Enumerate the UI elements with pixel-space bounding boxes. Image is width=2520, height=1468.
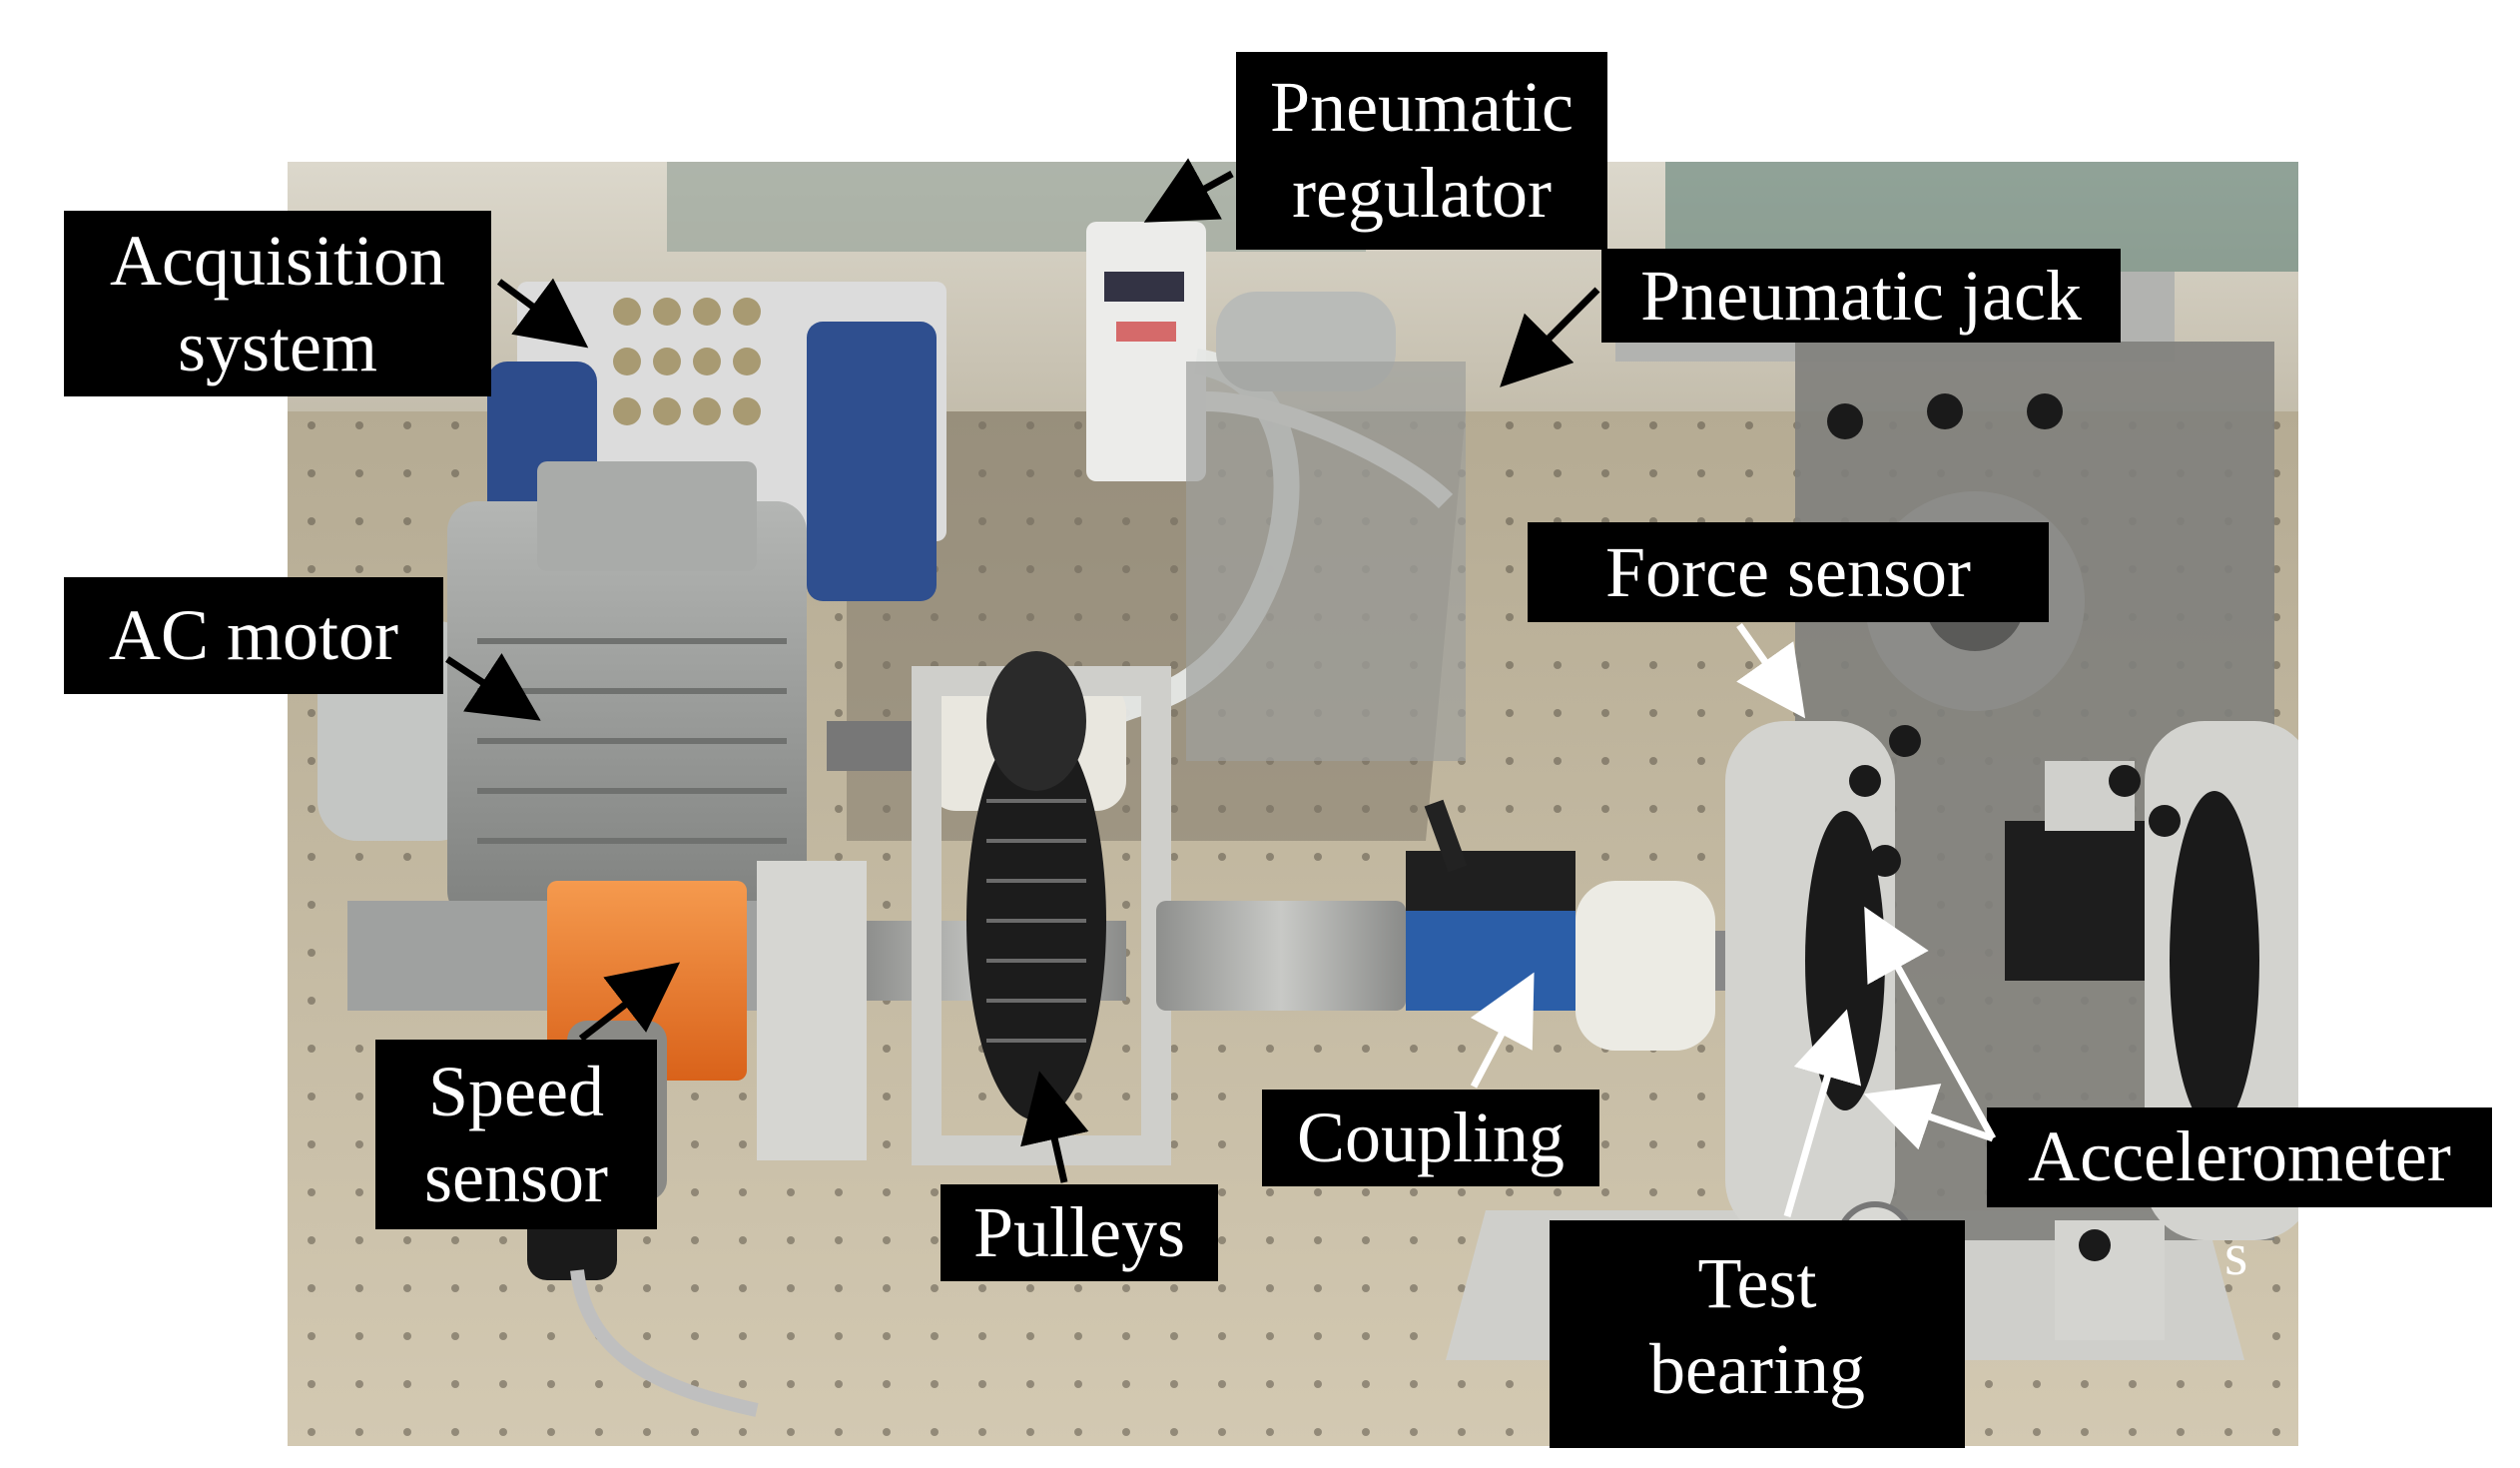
arrow-force-sensor bbox=[1736, 622, 1806, 719]
label-speed-sensor-line-2: sensor bbox=[424, 1137, 608, 1217]
label-acquisition-system-line-1: Acquisition bbox=[110, 221, 445, 301]
arrow-speed-sensor bbox=[578, 962, 681, 1042]
label-test-bearing: Test bearing bbox=[1550, 1220, 1965, 1448]
acquisition-foot-right bbox=[807, 322, 937, 601]
rig-bolts bbox=[1827, 393, 2181, 877]
label-acquisition-system: Acquisition system bbox=[64, 211, 491, 396]
right-bearing bbox=[2170, 791, 2259, 1130]
speed-sensor-cable bbox=[570, 1269, 759, 1417]
torque-sensor-top bbox=[1406, 851, 1575, 911]
arrow-accelerometer-1 bbox=[1864, 906, 1997, 1140]
label-pneumatic-regulator-line-2: regulator bbox=[1292, 153, 1552, 233]
label-pneumatic-regulator: Pneumatic regulator bbox=[1236, 52, 1607, 250]
label-speed-sensor-line-1: Speed bbox=[428, 1052, 604, 1131]
label-acquisition-system-line-2: system bbox=[177, 307, 377, 386]
arrow-pulleys bbox=[1020, 1071, 1089, 1183]
label-accelerometers-tail: s bbox=[2224, 1221, 2248, 1287]
label-coupling: Coupling bbox=[1262, 1090, 1599, 1186]
coupling-white bbox=[1575, 881, 1715, 1051]
label-pneumatic-jack: Pneumatic jack bbox=[1601, 249, 2121, 343]
label-force-sensor: Force sensor bbox=[1528, 522, 2049, 622]
motor-fins bbox=[477, 638, 787, 844]
label-pneumatic-jack-line-1: Pneumatic jack bbox=[1640, 256, 2082, 336]
label-accelerometers: Accelerometer bbox=[1987, 1107, 2492, 1207]
motor-terminal-box bbox=[537, 461, 757, 571]
arrow-ac-motor bbox=[445, 652, 541, 721]
label-coupling-line-1: Coupling bbox=[1296, 1098, 1566, 1177]
jack-frame bbox=[1186, 362, 1466, 761]
arrow-pneumatic-regulator bbox=[1143, 158, 1234, 223]
label-test-bearing-line-2: bearing bbox=[1649, 1329, 1865, 1409]
label-ac-motor: AC motor bbox=[64, 577, 443, 694]
arrow-accelerometer-2 bbox=[1863, 1084, 1995, 1150]
regulator-display bbox=[1104, 272, 1184, 302]
pulley-bearing-block bbox=[757, 861, 867, 1160]
main-shaft-coupling bbox=[1156, 901, 1406, 1011]
label-force-sensor-line-1: Force sensor bbox=[1605, 532, 1971, 612]
label-pneumatic-regulator-line-1: Pneumatic bbox=[1270, 67, 1574, 147]
label-test-bearing-line-1: Test bbox=[1697, 1243, 1817, 1323]
ac-motor-body bbox=[447, 501, 807, 921]
label-pulleys-line-1: Pulleys bbox=[972, 1192, 1186, 1272]
arrow-test-bearing bbox=[1783, 1009, 1862, 1217]
label-pulleys: Pulleys bbox=[941, 1184, 1218, 1281]
pulley-upper bbox=[986, 651, 1086, 791]
label-accelerometers-line-1: Accelerometer bbox=[2028, 1116, 2451, 1196]
arrow-coupling bbox=[1470, 972, 1535, 1089]
belt-teeth bbox=[986, 799, 1086, 1043]
arrow-pneumatic-jack bbox=[1500, 287, 1600, 387]
accelerometer-block bbox=[2005, 821, 2145, 981]
connectors bbox=[613, 298, 761, 425]
label-speed-sensor: Speed sensor bbox=[375, 1040, 657, 1229]
arrow-acquisition-system bbox=[496, 278, 589, 349]
label-ac-motor-line-1: AC motor bbox=[108, 595, 398, 675]
